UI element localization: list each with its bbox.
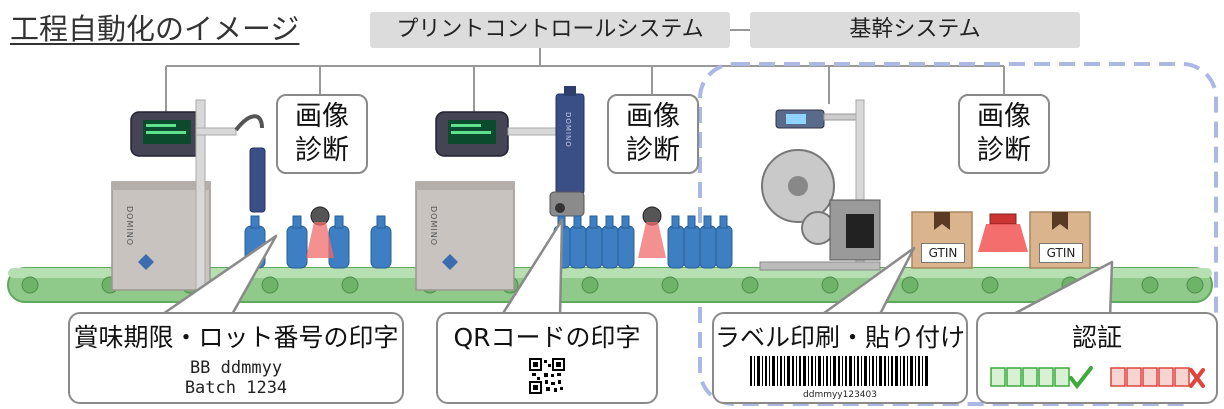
label-applicator <box>759 99 881 271</box>
conveyor-belt <box>7 267 1213 303</box>
printhead-2-brand: DOMINO <box>564 112 572 148</box>
verification-ng-icon <box>1110 367 1205 388</box>
callout-qr-printing: QRコードの印字 <box>436 312 658 404</box>
image-inspection-label-2-line2: 診断 <box>626 135 680 166</box>
callout-expiry-line1: BB ddmmyy <box>189 358 283 378</box>
callout-pointers <box>158 218 1114 320</box>
inspection-camera-2 <box>638 206 666 258</box>
callout-qr-title: QRコードの印字 <box>453 323 641 352</box>
image-inspection-label-3-line1: 画像 <box>977 101 1031 132</box>
image-inspection-label-3: 画像 診断 <box>958 94 1050 174</box>
image-inspection-label-2: 画像 診断 <box>607 94 699 174</box>
page-title: 工程自動化のイメージ <box>10 12 300 46</box>
barcode-number: ddmmyy123403 <box>803 390 877 400</box>
printer-cabinet-1 <box>111 181 211 291</box>
image-inspection-label-2-line1: 画像 <box>626 101 680 132</box>
cabinet-2-brand: DOMINO <box>429 206 438 246</box>
printhead-2 <box>549 86 585 217</box>
callout-expiry-line2: Batch 1234 <box>184 378 288 398</box>
box-2-gtin-label: GTIN <box>1039 243 1083 263</box>
callout-label-title: ラベル印刷・貼り付け <box>714 323 965 352</box>
print-control-system-box: プリントコントロールシステム <box>370 12 730 48</box>
callout-expiry-lot-printing: 賞味期限・ロット番号の印字 BB ddmmyy Batch 1234 <box>68 312 404 404</box>
image-inspection-label-1-line2: 診断 <box>295 135 349 166</box>
barcode-icon <box>750 356 928 386</box>
core-system-box: 基幹システム <box>750 12 1080 48</box>
inspection-camera-3 <box>978 213 1028 252</box>
image-inspection-label-3-line2: 診断 <box>977 135 1031 166</box>
qr-code-icon <box>529 358 565 394</box>
inspection-camera-1 <box>306 206 334 258</box>
callout-label-print-apply: ラベル印刷・貼り付け ddmmyy123403 <box>712 312 968 404</box>
callout-auth-title: 認証 <box>1071 323 1122 352</box>
verification-result-icons <box>990 366 1205 390</box>
controller-1 <box>130 111 204 157</box>
printhead-1 <box>249 147 266 213</box>
box-1-gtin-label: GTIN <box>921 243 965 263</box>
bottles-group-1 <box>244 215 392 269</box>
image-inspection-label-1-line1: 画像 <box>295 101 349 132</box>
callout-expiry-title: 賞味期限・ロット番号の印字 <box>73 323 399 352</box>
verification-ok-icon <box>990 366 1093 390</box>
callout-authentication: 認証 <box>976 312 1218 404</box>
controller-2 <box>435 111 509 157</box>
printer-cabinet-2 <box>415 181 515 291</box>
image-inspection-label-1: 画像 診断 <box>276 94 368 174</box>
cabinet-1-brand: DOMINO <box>125 206 134 246</box>
